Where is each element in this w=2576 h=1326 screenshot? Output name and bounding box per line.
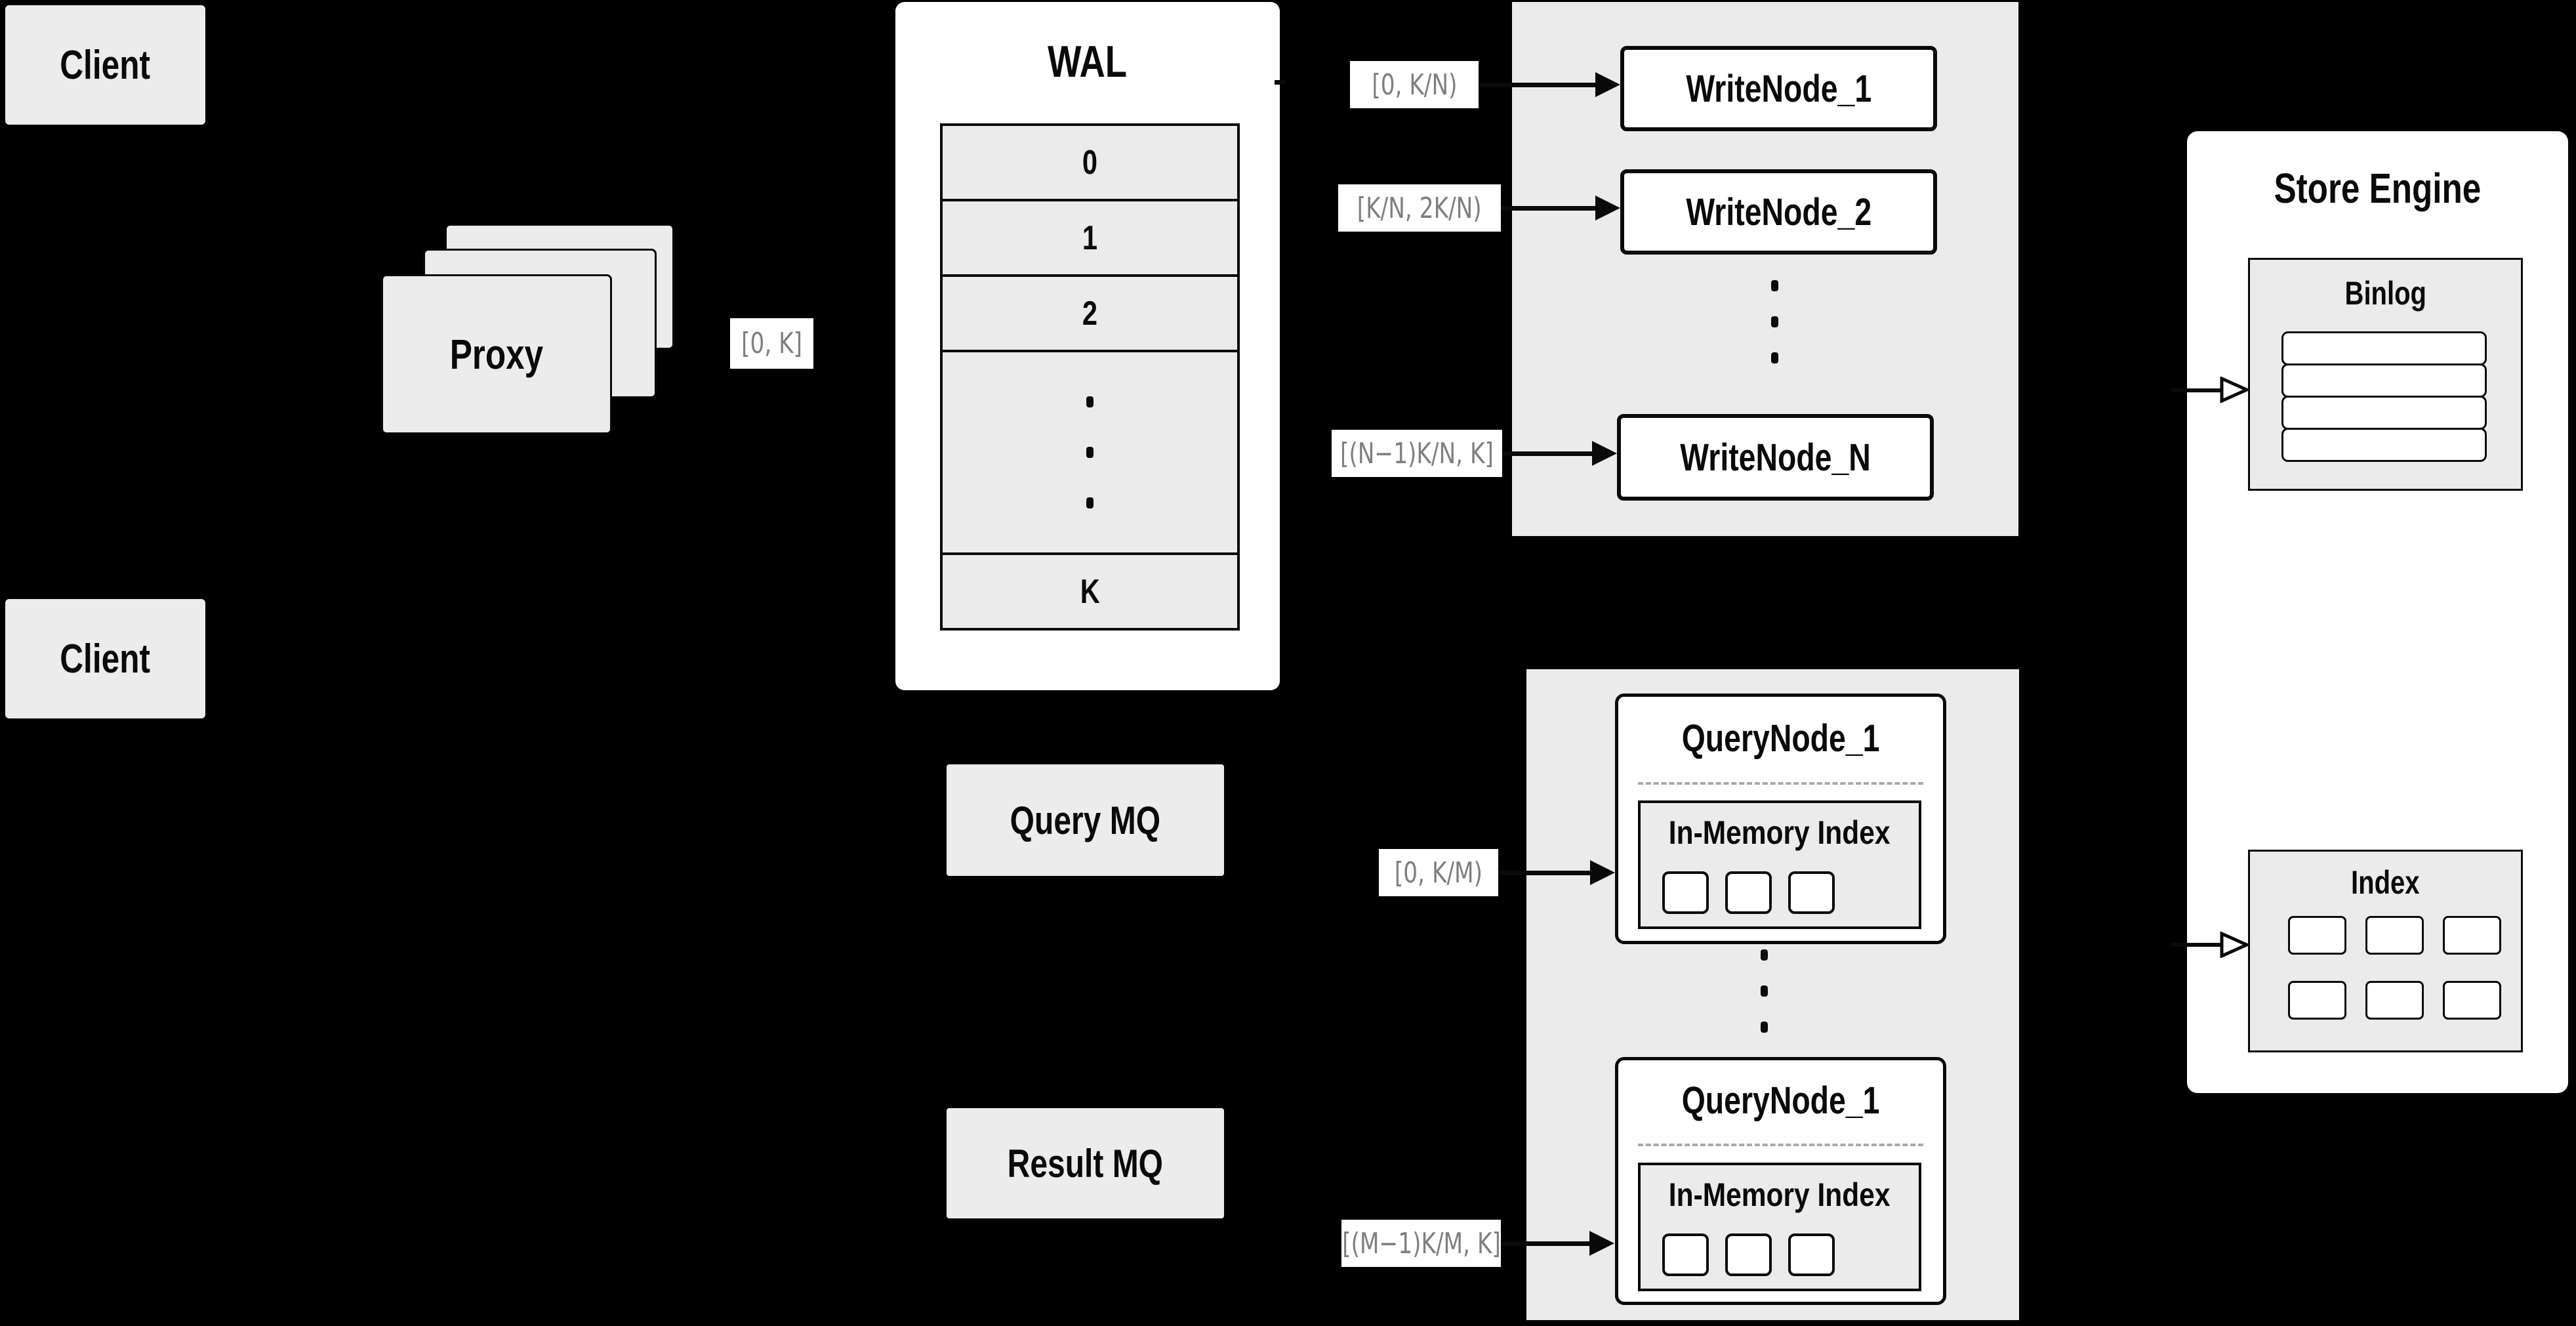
proxy-label: Proxy (449, 331, 544, 378)
index-segment (1725, 871, 1772, 914)
arrow-to-index (2171, 943, 2223, 947)
arrow-to-write-node-2 (1501, 206, 1595, 211)
wal-table: 0 1 2 K (940, 123, 1240, 631)
arrow-to-query-node-bottom (1501, 1241, 1589, 1246)
arrow-to-query-node-top (1498, 871, 1590, 875)
write-node-1-label: WriteNode_1 (1686, 67, 1871, 110)
arrowhead-query-node-top-icon (1590, 860, 1615, 885)
index-segment (1725, 1233, 1772, 1276)
write-node-n-label: WriteNode_N (1680, 436, 1871, 479)
query-mq-box: Query MQ (947, 764, 1224, 876)
store-engine-title: Store Engine (2274, 165, 2482, 212)
binlog-row (2281, 363, 2487, 398)
in-memory-index-title: In-Memory Index (1669, 814, 1891, 851)
store-engine-box: Store Engine Binlog Index (2187, 131, 2568, 1093)
client-box-top: Client (5, 5, 205, 125)
store-index-cells (2288, 916, 2501, 1020)
open-arrowhead-binlog-icon (2220, 377, 2249, 403)
index-cell (2288, 981, 2346, 1020)
query-node-bottom-box: QueryNode_1 In-Memory Index (1615, 1057, 1946, 1305)
dashed-divider (1638, 1144, 1923, 1146)
client-bottom-label: Client (60, 636, 151, 682)
index-segments (1662, 1233, 1835, 1276)
binlog-box: Binlog (2248, 258, 2523, 491)
index-cell (2443, 916, 2501, 955)
arrow-to-binlog (2171, 388, 2223, 392)
index-cell (2365, 916, 2424, 955)
write-node-1-box: WriteNode_1 (1620, 46, 1937, 131)
vertical-ellipsis-icon (1086, 377, 1094, 528)
vertical-ellipsis-icon (1761, 937, 1768, 1045)
dashed-divider (1638, 782, 1923, 785)
arrowhead-write-node-n-icon (1592, 441, 1617, 466)
index-segment (1788, 871, 1835, 914)
binlog-row (2281, 396, 2487, 430)
wal-connector-stub (1275, 80, 1285, 85)
range-label-write-node-2: [K/N, 2K/N) (1338, 184, 1501, 232)
wal-segment-2: 2 (943, 274, 1237, 350)
wal-box: WAL 0 1 2 K (895, 2, 1280, 690)
vertical-ellipsis-icon (1771, 268, 1778, 376)
store-index-title: Index (2351, 864, 2420, 901)
binlog-row (2281, 331, 2487, 365)
client-box-bottom: Client (5, 599, 205, 718)
range-label-proxy-out: [0, K] (730, 318, 813, 369)
arrow-to-write-node-1 (1479, 83, 1595, 87)
result-mq-label: Result MQ (1007, 1141, 1164, 1186)
range-label-write-node-n: [(N−1)K/N, K] (1332, 430, 1502, 477)
in-memory-index-box-bottom: In-Memory Index (1638, 1163, 1921, 1291)
in-memory-index-title: In-Memory Index (1669, 1176, 1891, 1213)
index-cell (2443, 981, 2501, 1020)
binlog-title: Binlog (2344, 275, 2426, 312)
index-segment (1662, 1233, 1709, 1276)
index-segment (1662, 871, 1709, 914)
query-node-top-title: QueryNode_1 (1681, 717, 1880, 760)
wal-segment-0: 0 (943, 126, 1237, 199)
arrowhead-query-node-bottom-icon (1589, 1231, 1614, 1256)
index-cell (2288, 916, 2346, 955)
write-node-2-box: WriteNode_2 (1620, 169, 1937, 255)
range-label-query-node-1: [0, K/M) (1379, 849, 1498, 896)
write-node-n-box: WriteNode_N (1617, 414, 1934, 501)
binlog-row (2281, 428, 2487, 462)
index-segments (1662, 871, 1835, 914)
range-label-write-node-1: [0, K/N) (1350, 61, 1479, 108)
query-node-bottom-title: QueryNode_1 (1681, 1079, 1880, 1122)
binlog-rows (2281, 331, 2487, 462)
store-index-box: Index (2248, 850, 2523, 1052)
in-memory-index-box-top: In-Memory Index (1638, 800, 1921, 929)
wal-segment-1: 1 (943, 199, 1237, 274)
arrow-to-write-node-n (1502, 451, 1592, 456)
wal-segment-k: K (943, 552, 1237, 628)
open-arrowhead-index-icon (2220, 932, 2249, 958)
wal-title: WAL (1048, 37, 1128, 87)
index-segment (1788, 1233, 1835, 1276)
query-node-top-box: QueryNode_1 In-Memory Index (1615, 694, 1946, 944)
query-mq-label: Query MQ (1010, 798, 1161, 842)
wal-segment-ellipsis (943, 350, 1237, 552)
range-label-query-node-m: [(M−1)K/M, K] (1341, 1220, 1501, 1267)
index-cell (2365, 981, 2424, 1020)
arrowhead-write-node-1-icon (1595, 72, 1620, 97)
proxy-card-front: Proxy (381, 274, 612, 434)
write-node-2-label: WriteNode_2 (1686, 190, 1871, 234)
client-top-label: Client (60, 42, 151, 88)
arrowhead-write-node-2-icon (1595, 196, 1620, 220)
result-mq-box: Result MQ (947, 1108, 1224, 1218)
